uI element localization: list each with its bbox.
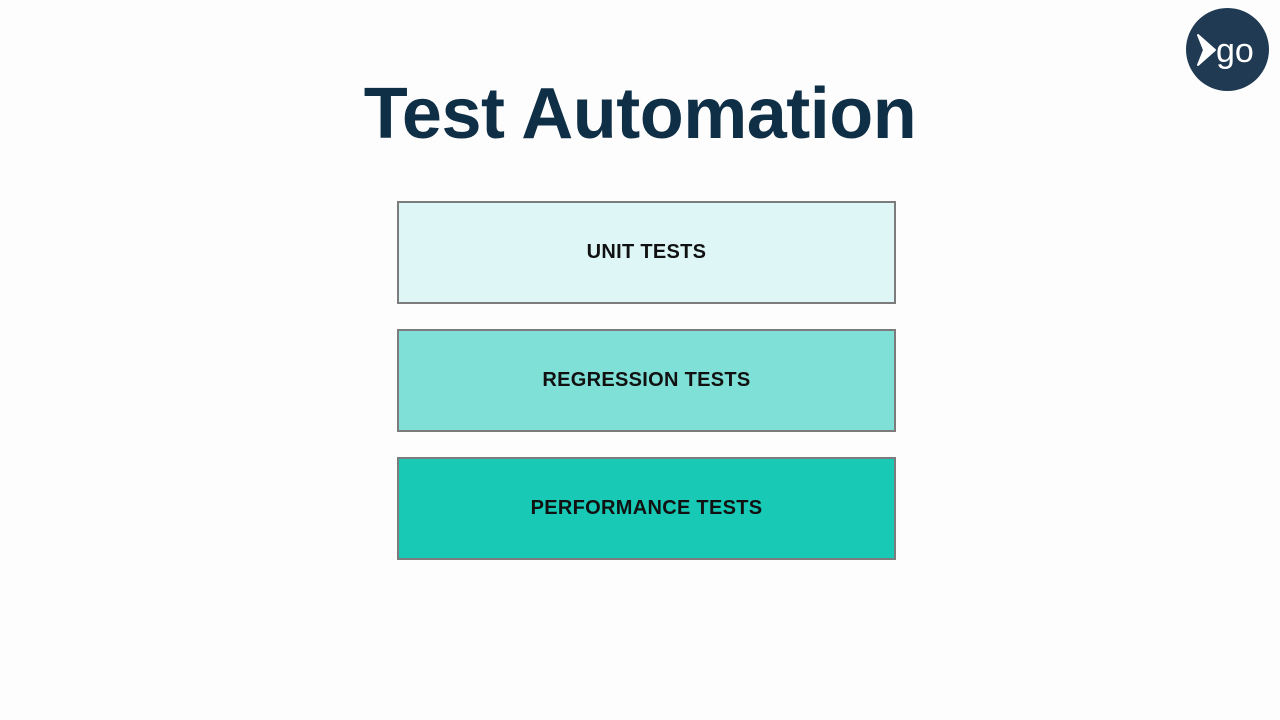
layer-unit-tests: UNIT TESTS	[397, 201, 896, 304]
play-arrow-icon	[1196, 33, 1216, 66]
go-logo: go	[1186, 8, 1269, 91]
layer-regression-tests: REGRESSION TESTS	[397, 329, 896, 432]
logo-text: go	[1216, 32, 1254, 70]
slide-title: Test Automation	[363, 74, 917, 154]
go-logo-graphic: go	[1196, 32, 1254, 70]
layer-performance-tests: PERFORMANCE TESTS	[397, 457, 896, 560]
